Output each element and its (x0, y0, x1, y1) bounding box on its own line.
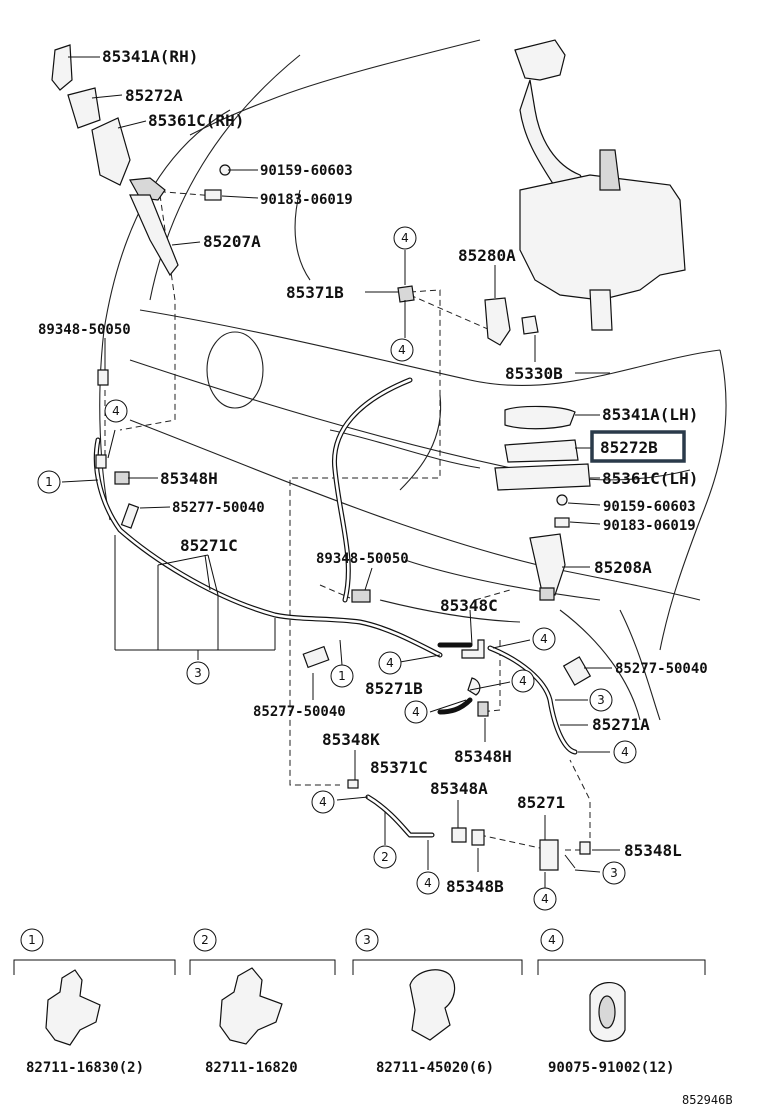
label-85271B: 85271B (365, 679, 423, 698)
label-85341A-lh: 85341A(LH) (602, 405, 698, 424)
svg-text:1: 1 (28, 933, 36, 947)
diagram-code: 852946B (682, 1093, 733, 1107)
label-85371B: 85371B (286, 283, 344, 302)
callout-4: 4 (104, 399, 128, 423)
legend-item-3: 3 82711-45020(6) (352, 928, 523, 1076)
svg-text:3: 3 (610, 866, 618, 880)
leader-lines (61, 56, 620, 888)
callout-4: 4 (533, 887, 557, 911)
label-85348C: 85348C (440, 596, 498, 615)
label-85277-a: 85277-50040 (172, 500, 265, 516)
rh-cleaner-parts (51, 44, 231, 277)
legend-part-4: 90075-91002(12) (548, 1060, 674, 1076)
svg-text:2: 2 (201, 933, 209, 947)
svg-text:4: 4 (541, 892, 549, 906)
callout-1: 1 (330, 664, 354, 688)
label-90183-a: 90183-06019 (260, 192, 353, 208)
label-85348H-a: 85348H (160, 469, 218, 488)
highlight-box-85272B (590, 430, 686, 463)
label-89348-a: 89348-50050 (38, 322, 131, 338)
svg-text:1: 1 (338, 669, 346, 683)
fittings (95, 369, 592, 871)
clip-3-shape (409, 969, 456, 1041)
label-85207A: 85207A (203, 232, 261, 251)
label-85348L: 85348L (624, 841, 682, 860)
label-85271C: 85271C (180, 536, 238, 555)
label-85361C-lh: 85361C(LH) (602, 469, 698, 488)
label-85361C-rh: 85361C(RH) (148, 111, 244, 130)
label-85277-c: 85277-50040 (253, 704, 346, 720)
svg-text:4: 4 (398, 343, 406, 357)
label-90159-a: 90159-60603 (260, 163, 353, 179)
svg-text:4: 4 (621, 745, 629, 759)
callout-4: 4 (511, 669, 535, 693)
washer-tank (514, 39, 686, 331)
svg-text:4: 4 (540, 632, 548, 646)
callout-4: 4 (393, 226, 417, 250)
label-85348A: 85348A (430, 779, 488, 798)
callout-4: 4 (532, 627, 556, 651)
svg-text:4: 4 (424, 876, 432, 890)
part-labels: 85341A(RH) 85272A 85361C(RH) 90159-60603… (38, 47, 708, 896)
callout-4: 4 (416, 871, 440, 895)
svg-text:3: 3 (194, 666, 202, 680)
label-90159-b: 90159-60603 (603, 499, 696, 515)
cover-rh-shape (51, 44, 73, 91)
clip-1-shape (45, 969, 101, 1046)
callout-3: 3 (186, 661, 210, 685)
svg-text:4: 4 (548, 933, 556, 947)
svg-text:4: 4 (401, 231, 409, 245)
legend-item-4: 4 90075-91002(12) (537, 928, 706, 1076)
label-85208A: 85208A (594, 558, 652, 577)
callout-2: 2 (373, 845, 397, 869)
label-90183-b: 90183-06019 (603, 518, 696, 534)
label-85277-b: 85277-50040 (615, 661, 708, 677)
svg-text:4: 4 (112, 404, 120, 418)
callout-1: 1 (37, 470, 61, 494)
svg-text:2: 2 (381, 850, 389, 864)
callout-4: 4 (613, 740, 637, 764)
legend-item-1: 1 82711-16830(2) (13, 928, 176, 1076)
svg-text:1: 1 (45, 475, 53, 489)
vehicle-body-outline (99, 39, 727, 721)
callout-4: 4 (311, 790, 335, 814)
label-89348-b: 89348-50050 (316, 551, 409, 567)
svg-text:4: 4 (386, 656, 394, 670)
svg-text:3: 3 (363, 933, 371, 947)
callout-3: 3 (602, 861, 626, 885)
dashed-routing (104, 189, 591, 851)
washer-pumps (397, 285, 539, 346)
legend-item-2: 2 82711-16820 (189, 928, 336, 1076)
label-85271: 85271 (517, 793, 565, 812)
hoses (93, 377, 578, 838)
label-85348B: 85348B (446, 877, 504, 896)
callout-4: 4 (404, 700, 428, 724)
label-85272B: 85272B (600, 438, 658, 457)
label-85348K: 85348K (322, 730, 380, 749)
svg-text:3: 3 (597, 693, 605, 707)
label-85271A: 85271A (592, 715, 650, 734)
label-85341A-rh: 85341A(RH) (102, 47, 198, 66)
label-85330B: 85330B (505, 364, 563, 383)
label-85280A: 85280A (458, 246, 516, 265)
clip-2-shape (219, 967, 283, 1045)
callout-3: 3 (589, 688, 613, 712)
svg-text:4: 4 (519, 674, 527, 688)
callouts: 4 4 4 1 3 1 4 4 4 4 3 4 4 2 4 3 4 (37, 226, 637, 911)
callout-4: 4 (378, 651, 402, 675)
label-85348H-b: 85348H (454, 747, 512, 766)
svg-text:4: 4 (412, 705, 420, 719)
lh-cleaner-parts (494, 405, 591, 596)
legend-part-1: 82711-16830(2) (26, 1060, 144, 1076)
legend: 1 82711-16830(2) 2 82711-16820 3 82711-4… (13, 928, 733, 1107)
svg-text:4: 4 (319, 795, 327, 809)
label-85272A: 85272A (125, 86, 183, 105)
label-85371C: 85371C (370, 758, 428, 777)
legend-part-3: 82711-45020(6) (376, 1060, 494, 1076)
callout-4: 4 (390, 338, 414, 362)
legend-part-2: 82711-16820 (205, 1060, 298, 1076)
